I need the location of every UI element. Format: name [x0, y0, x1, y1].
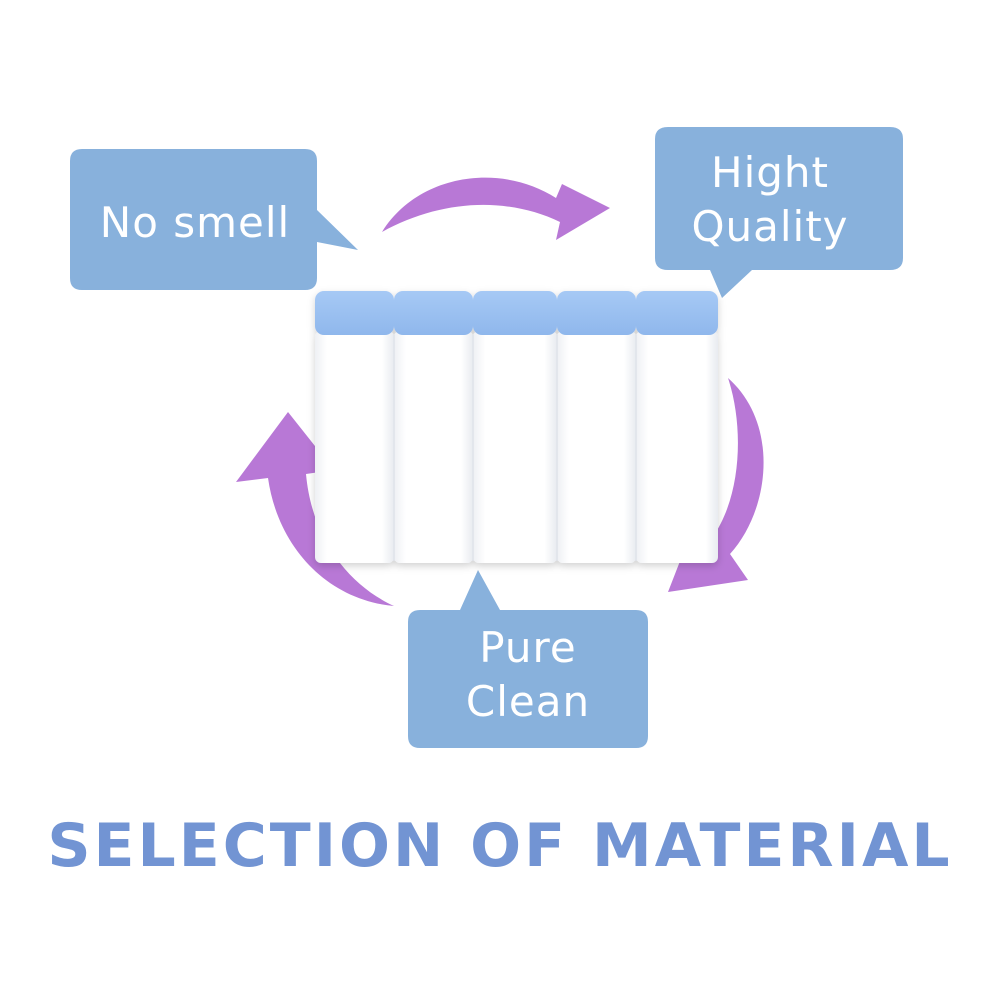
bubble-pure-clean-line1: Pure [479, 623, 577, 672]
speech-bubble-no-smell [70, 149, 358, 290]
roll-seams [393, 335, 637, 561]
page-title: SELECTION OF MATERIAL [47, 811, 953, 881]
bubble-no-smell-text: No smell [99, 198, 291, 247]
trash-bag-rolls [315, 291, 718, 563]
speech-bubble-pure-clean [408, 570, 648, 748]
roll-3 [473, 291, 557, 563]
roll-1 [315, 291, 394, 563]
speech-bubble-high-quality [655, 127, 903, 298]
bubble-high-quality-line1: Hight [711, 148, 829, 197]
curved-arrow-left-icon [236, 412, 394, 606]
bubble-high-quality-line2: Quality [691, 202, 849, 251]
roll-2 [394, 291, 473, 563]
bubble-pure-clean-line2: Clean [465, 677, 591, 726]
curved-arrow-top-icon [382, 177, 610, 240]
roll-5 [636, 291, 718, 563]
roll-4 [557, 291, 636, 563]
